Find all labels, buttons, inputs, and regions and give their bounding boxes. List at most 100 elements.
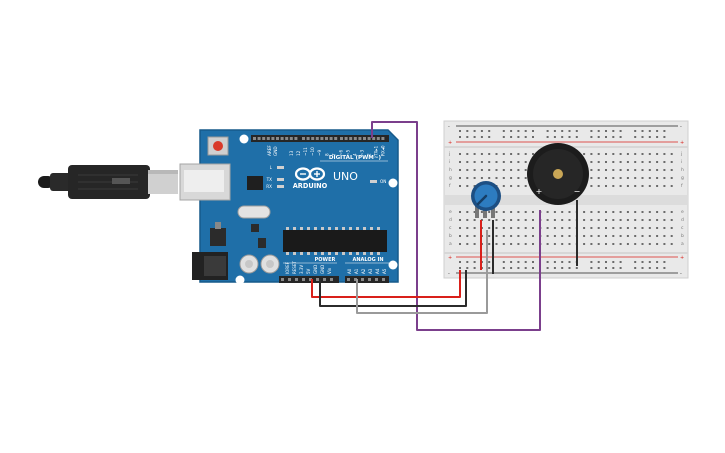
breadboard-hole[interactable] [583,211,586,213]
breadboard-hole[interactable] [656,219,659,221]
breadboard-hole[interactable] [480,161,483,163]
breadboard-hole[interactable] [466,177,469,179]
digital-pin-hole[interactable] [266,137,270,140]
breadboard-hole[interactable] [597,235,600,237]
power-pin-hole[interactable] [281,278,284,281]
breadboard-hole[interactable] [575,136,578,138]
breadboard-hole[interactable] [466,243,469,245]
breadboard-hole[interactable] [502,261,505,263]
digital-pin-hole[interactable] [325,137,328,140]
breadboard-hole[interactable] [634,185,637,187]
breadboard-hole[interactable] [663,161,666,163]
breadboard-hole[interactable] [590,261,593,263]
digital-pin-hole[interactable] [381,137,385,140]
breadboard-hole[interactable] [488,130,491,132]
breadboard-hole[interactable] [524,169,527,171]
power-pin-hole[interactable] [288,278,291,281]
breadboard-hole[interactable] [663,211,666,213]
breadboard-hole[interactable] [626,161,629,163]
breadboard-hole[interactable] [641,235,644,237]
breadboard-hole[interactable] [626,235,629,237]
breadboard-hole[interactable] [663,235,666,237]
breadboard-hole[interactable] [495,227,498,229]
breadboard-hole[interactable] [656,136,659,138]
breadboard-hole[interactable] [480,211,483,213]
breadboard-hole[interactable] [656,130,659,132]
breadboard-hole[interactable] [473,211,476,213]
digital-header[interactable] [251,135,389,142]
breadboard-hole[interactable] [634,219,637,221]
breadboard-hole[interactable] [583,153,586,155]
breadboard-hole[interactable] [663,185,666,187]
breadboard-hole[interactable] [546,136,549,138]
breadboard-hole[interactable] [502,243,505,245]
breadboard-hole[interactable] [553,243,556,245]
breadboard-hole[interactable] [532,261,534,263]
breadboard-hole[interactable] [553,219,556,221]
breadboard-hole[interactable] [488,136,491,138]
breadboard-hole[interactable] [641,227,644,229]
breadboard-hole[interactable] [495,177,498,179]
breadboard-hole[interactable] [634,161,637,163]
breadboard-hole[interactable] [641,267,644,269]
breadboard-hole[interactable] [583,227,586,229]
breadboard-hole[interactable] [626,177,629,179]
breadboard-hole[interactable] [510,267,513,269]
breadboard-hole[interactable] [473,227,476,229]
breadboard-hole[interactable] [634,169,637,171]
breadboard-hole[interactable] [459,185,461,187]
breadboard-hole[interactable] [590,219,593,221]
breadboard-hole[interactable] [524,267,527,269]
breadboard-hole[interactable] [590,169,593,171]
breadboard-hole[interactable] [568,227,571,229]
breadboard-hole[interactable] [517,161,520,163]
analog-pin-hole[interactable] [382,278,385,281]
breadboard-hole[interactable] [634,130,637,132]
breadboard-hole[interactable] [466,169,469,171]
breadboard-hole[interactable] [524,235,527,237]
analog-pin-hole[interactable] [361,278,364,281]
breadboard-hole[interactable] [517,136,520,138]
breadboard-hole[interactable] [488,169,491,171]
breadboard-hole[interactable] [641,161,644,163]
breadboard-hole[interactable] [517,235,520,237]
breadboard-hole[interactable] [590,227,593,229]
breadboard-hole[interactable] [568,235,571,237]
breadboard-hole[interactable] [641,177,644,179]
breadboard-hole[interactable] [605,185,607,187]
breadboard-hole[interactable] [626,219,629,221]
breadboard-hole[interactable] [619,153,622,155]
breadboard-hole[interactable] [502,161,505,163]
breadboard-hole[interactable] [510,130,513,132]
breadboard-hole[interactable] [480,177,483,179]
breadboard-hole[interactable] [488,211,491,213]
usb-cable[interactable] [38,165,178,199]
breadboard-hole[interactable] [670,169,673,171]
breadboard-hole[interactable] [590,177,593,179]
breadboard-hole[interactable] [495,243,498,245]
wire-purple-pin2-to-breadboard[interactable] [371,121,541,331]
breadboard-hole[interactable] [605,243,607,245]
breadboard-hole[interactable] [656,235,659,237]
breadboard-hole[interactable] [648,130,651,132]
breadboard-hole[interactable] [626,185,629,187]
breadboard-hole[interactable] [546,243,549,245]
breadboard-hole[interactable] [612,136,615,138]
breadboard-hole[interactable] [605,235,607,237]
breadboard-hole[interactable] [524,153,527,155]
breadboard-hole[interactable] [568,136,571,138]
breadboard-hole[interactable] [480,153,483,155]
breadboard-hole[interactable] [612,235,615,237]
breadboard-hole[interactable] [597,185,600,187]
breadboard-hole[interactable] [466,219,469,221]
breadboard-hole[interactable] [619,169,622,171]
analog-pin-hole[interactable] [375,278,378,281]
breadboard-hole[interactable] [473,136,476,138]
breadboard-hole[interactable] [663,130,666,132]
breadboard-hole[interactable] [546,227,549,229]
digital-pin-hole[interactable] [367,137,371,140]
breadboard-hole[interactable] [663,169,666,171]
breadboard-hole[interactable] [612,219,615,221]
breadboard-hole[interactable] [561,130,564,132]
power-pin-hole[interactable] [302,278,305,281]
